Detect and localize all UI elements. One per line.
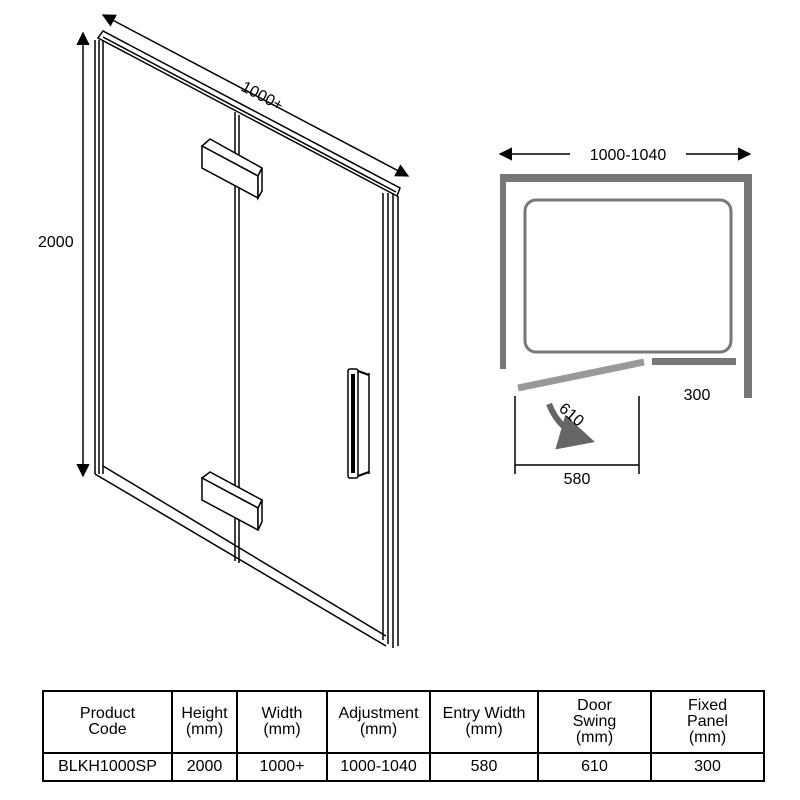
door-handle (347, 368, 370, 479)
fixed-panel-label: 300 (684, 387, 711, 404)
header-height: Height (mm) (171, 690, 238, 754)
lower-hinge (200, 471, 263, 532)
header-door-swing: Door Swing (mm) (537, 690, 652, 754)
header-fixed-panel: Fixed Panel (mm) (650, 690, 765, 754)
upper-hinge (200, 138, 263, 201)
technical-drawing: 1000+ 2000 (38, 14, 752, 648)
cell-height: 2000 (171, 752, 238, 782)
front-height-label: 2000 (38, 234, 74, 251)
shower-tray (523, 198, 733, 354)
swing-door (517, 358, 645, 392)
fixed-panel (652, 358, 736, 365)
entry-dimension (514, 396, 640, 474)
header-product-code: Product Code (42, 690, 173, 754)
spec-header-row: Product Code Height (mm) Width (mm) Adju… (42, 690, 765, 754)
door-outline (94, 30, 401, 648)
cell-entry-width: 580 (429, 752, 539, 782)
cell-product-code: BLKH1000SP (42, 752, 173, 782)
cell-door-swing: 610 (537, 752, 652, 782)
header-entry-width: Entry Width (mm) (429, 690, 539, 754)
cell-width: 1000+ (236, 752, 328, 782)
plan-width-label: 1000-1040 (590, 147, 667, 164)
header-adjustment: Adjustment (mm) (326, 690, 431, 754)
plan-walls (500, 174, 752, 398)
front-width-dimension-line (101, 14, 410, 177)
plan-view: 1000-1040 300 610 580 (498, 147, 752, 488)
table-row: BLKH1000SP 2000 1000+ 1000-1040 580 610 … (42, 752, 765, 782)
cell-fixed-panel: 300 (650, 752, 765, 782)
swing-arc-arrow (546, 402, 595, 450)
entry-width-label: 580 (564, 471, 591, 488)
spec-table: Product Code Height (mm) Width (mm) Adju… (42, 690, 765, 782)
cell-adjustment: 1000-1040 (326, 752, 431, 782)
front-view: 1000+ 2000 (38, 14, 410, 648)
header-width: Width (mm) (236, 690, 328, 754)
